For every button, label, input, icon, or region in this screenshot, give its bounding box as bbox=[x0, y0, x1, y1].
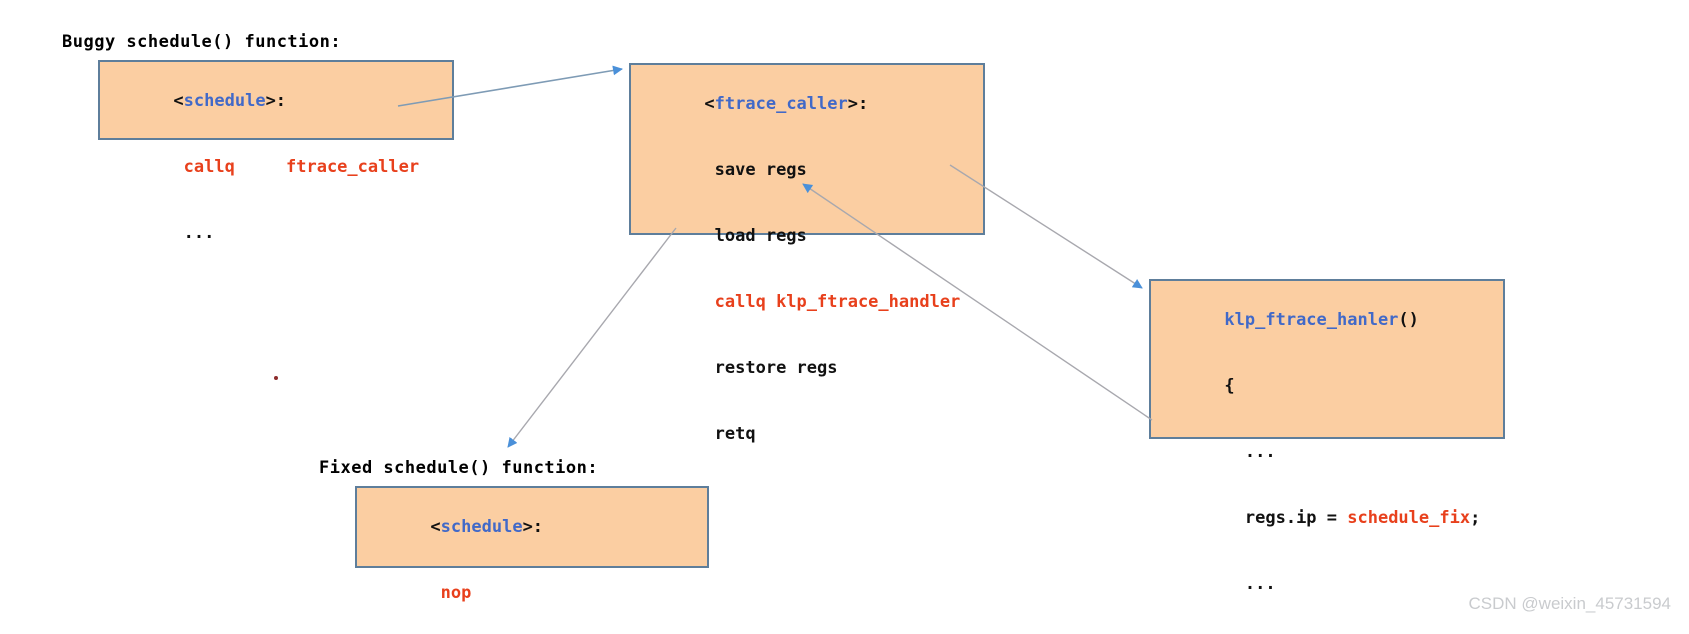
code-segment: ... bbox=[1224, 442, 1276, 462]
code-segment: () bbox=[1398, 310, 1419, 330]
code-box-buggy-schedule: <schedule>: callq ftrace_caller ... bbox=[98, 60, 454, 243]
csdn-watermark: CSDN @weixin_45731594 bbox=[1468, 594, 1671, 613]
code-segment: ftrace_caller bbox=[714, 94, 848, 114]
code-segment: < bbox=[173, 91, 184, 111]
code-line: klp_ftrace_hanler() bbox=[1163, 287, 1493, 353]
code-line: { bbox=[1163, 353, 1493, 419]
code-box-klp-ftrace-handler: klp_ftrace_hanler() { ... regs.ip = sche… bbox=[1149, 279, 1505, 594]
code-segment: schedule_fix bbox=[1347, 508, 1471, 528]
code-box-ftrace-caller: <ftrace_caller>: save regs load regs cal… bbox=[629, 63, 985, 444]
code-line: <schedule>: bbox=[112, 68, 442, 134]
code-line: ... bbox=[369, 626, 697, 634]
caption-buggy-schedule: Buggy schedule() function: bbox=[62, 32, 342, 52]
caption-fixed-schedule: Fixed schedule() function: bbox=[319, 458, 599, 478]
code-segment: { bbox=[1224, 376, 1235, 396]
code-line: ... bbox=[1163, 551, 1493, 617]
code-segment: restore regs bbox=[704, 358, 838, 378]
code-segment: nop bbox=[430, 583, 472, 603]
code-segment: ... bbox=[173, 223, 215, 243]
code-segment: >: bbox=[847, 94, 869, 114]
code-segment: load regs bbox=[704, 226, 807, 246]
code-line: callq ftrace_caller bbox=[112, 134, 442, 200]
code-box-fixed-schedule: <schedule>: nop ... bbox=[355, 486, 709, 603]
code-segment: >: bbox=[522, 517, 544, 537]
code-line: callq klp_ftrace_handler bbox=[643, 269, 973, 335]
code-line: ... bbox=[1163, 419, 1493, 485]
code-segment: < bbox=[430, 517, 441, 537]
code-segment: < bbox=[704, 94, 715, 114]
code-line: save regs bbox=[643, 137, 973, 203]
code-segment: ; bbox=[1470, 508, 1481, 528]
code-line: load regs bbox=[643, 203, 973, 269]
code-segment: callq klp_ftrace_handler bbox=[704, 292, 961, 312]
stray-speck bbox=[274, 376, 278, 380]
code-segment: ... bbox=[1224, 574, 1276, 594]
code-line: } bbox=[1163, 617, 1493, 634]
code-segment: regs.ip = bbox=[1224, 508, 1348, 528]
code-segment: schedule bbox=[183, 91, 266, 111]
code-segment: >: bbox=[265, 91, 287, 111]
code-segment: save regs bbox=[704, 160, 807, 180]
code-line: regs.ip = schedule_fix; bbox=[1163, 485, 1493, 551]
code-segment: retq bbox=[704, 424, 756, 444]
code-line: retq bbox=[643, 401, 973, 467]
code-line: <schedule>: bbox=[369, 494, 697, 560]
code-line: restore regs bbox=[643, 335, 973, 401]
code-segment: callq ftrace_caller bbox=[173, 157, 420, 177]
code-line: nop bbox=[369, 560, 697, 626]
code-line: <ftrace_caller>: bbox=[643, 71, 973, 137]
code-segment: klp_ftrace_hanler bbox=[1224, 310, 1399, 330]
code-segment: schedule bbox=[440, 517, 523, 537]
code-line: ... bbox=[112, 200, 442, 266]
